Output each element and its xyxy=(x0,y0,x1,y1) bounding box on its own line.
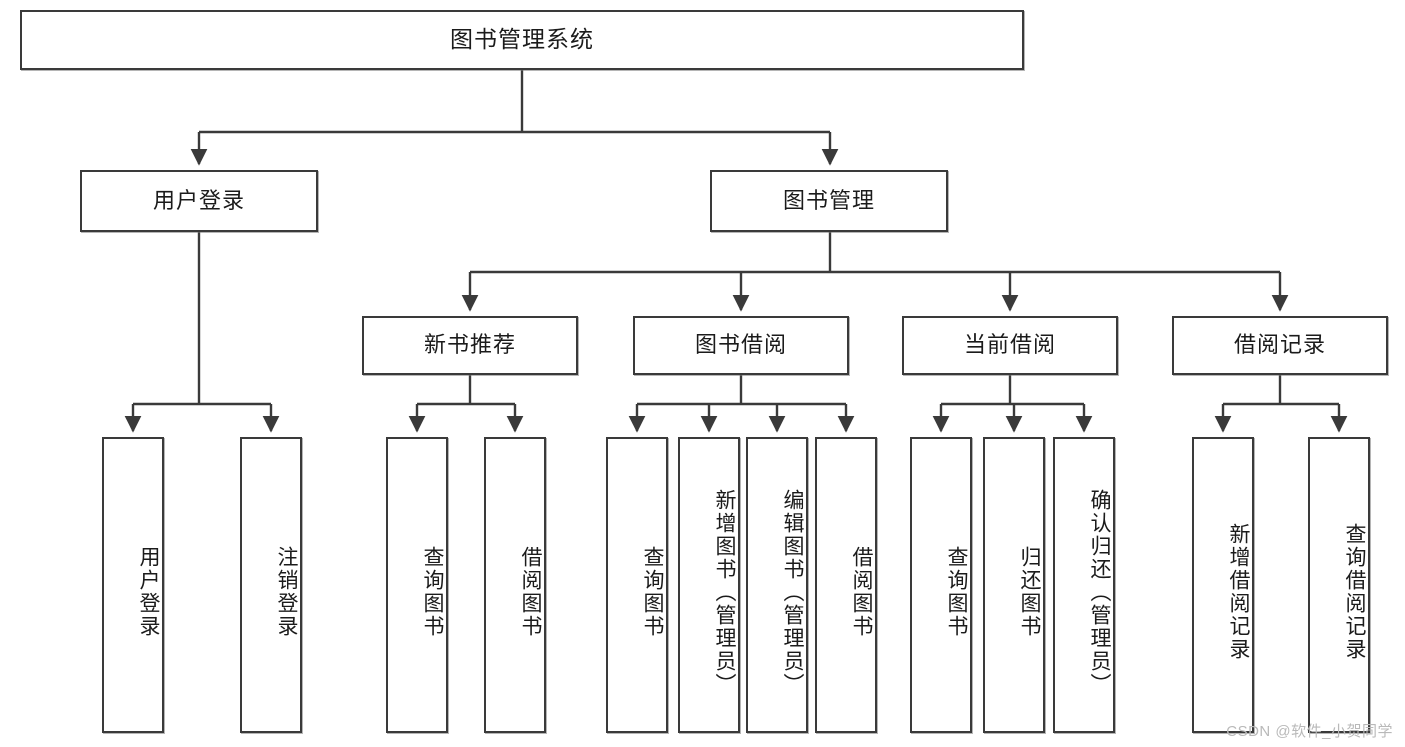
edge-borrow-record-to-leaves xyxy=(1214,375,1348,433)
edge-root-to-level2 xyxy=(190,70,839,166)
edge-book-borrow-to-leaves xyxy=(628,375,855,433)
node-leaf-borrow-book-rec[interactable]: 借阅图书 xyxy=(484,437,546,733)
node-leaf-query-book-current[interactable]: 查询图书 xyxy=(910,437,972,733)
edge-book-manage-to-level3 xyxy=(461,232,1289,312)
node-leaf-query-book-rec[interactable]: 查询图书 xyxy=(386,437,448,733)
node-leaf-user-login[interactable]: 用户登录 xyxy=(102,437,164,733)
node-book-manage[interactable]: 图书管理 xyxy=(710,170,948,232)
edge-new-book-rec-to-leaves xyxy=(408,375,524,433)
node-current-borrow[interactable]: 当前借阅 xyxy=(902,316,1118,375)
edge-user-login-to-leaves xyxy=(124,232,280,433)
node-book-borrow[interactable]: 图书借阅 xyxy=(633,316,849,375)
node-leaf-return-book[interactable]: 归还图书 xyxy=(983,437,1045,733)
node-leaf-query-book-borrow[interactable]: 查询图书 xyxy=(606,437,668,733)
node-root[interactable]: 图书管理系统 xyxy=(20,10,1024,70)
node-leaf-edit-book-admin[interactable]: 编辑图书（管理员） xyxy=(746,437,808,733)
watermark-text: CSDN @软件_小贺同学 xyxy=(1226,723,1393,740)
node-borrow-record[interactable]: 借阅记录 xyxy=(1172,316,1388,375)
node-leaf-query-borrow-record[interactable]: 查询借阅记录 xyxy=(1308,437,1370,733)
node-leaf-borrow-book[interactable]: 借阅图书 xyxy=(815,437,877,733)
node-new-book-recommend[interactable]: 新书推荐 xyxy=(362,316,578,375)
node-leaf-add-book-admin[interactable]: 新增图书（管理员） xyxy=(678,437,740,733)
node-leaf-logout[interactable]: 注销登录 xyxy=(240,437,302,733)
node-leaf-confirm-return-admin[interactable]: 确认归还（管理员） xyxy=(1053,437,1115,733)
edge-current-borrow-to-leaves xyxy=(932,375,1093,433)
node-user-login[interactable]: 用户登录 xyxy=(80,170,318,232)
node-leaf-add-borrow-record[interactable]: 新增借阅记录 xyxy=(1192,437,1254,733)
